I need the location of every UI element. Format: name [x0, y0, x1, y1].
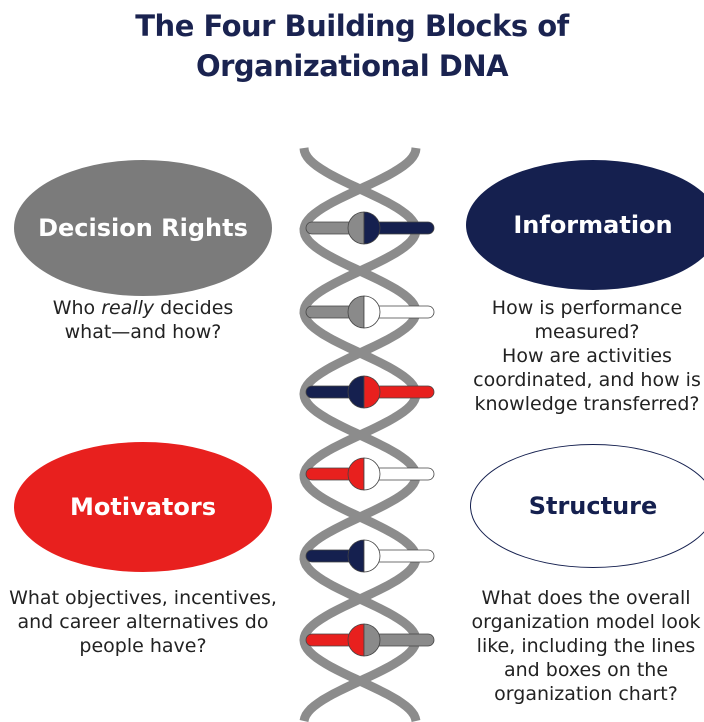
- helix-rung-3: [305, 375, 435, 409]
- information-description: How is performance measured? How are act…: [470, 296, 704, 416]
- helix-rung-5: [305, 539, 435, 573]
- helix-rungs: [305, 211, 435, 657]
- motivators-desc-line: people have?: [79, 635, 207, 657]
- rung-right-knob: [363, 539, 381, 573]
- rung-right-knob: [363, 375, 381, 409]
- decision-rights-description: Who really decides what—and how?: [14, 296, 272, 344]
- decision-rights-desc-line-2: what—and how?: [64, 321, 222, 343]
- structure-desc-line: like, including the lines: [476, 635, 696, 657]
- helix-strands: [299, 147, 421, 722]
- rung-left-knob: [347, 457, 365, 491]
- helix-strand-2: [299, 147, 421, 722]
- structure-desc-line: What does the overall: [481, 587, 691, 609]
- motivators-label: Motivators: [70, 493, 216, 521]
- information-desc-line: How are activities: [502, 345, 672, 367]
- helix-rung-6: [305, 623, 435, 657]
- motivators-oval: Motivators: [14, 442, 272, 572]
- decision-rights-label: Decision Rights: [38, 214, 248, 242]
- rung-right-knob: [363, 457, 381, 491]
- motivators-description: What objectives, incentives, and career …: [0, 586, 286, 658]
- helix-rung-2: [305, 295, 435, 329]
- information-oval: Information: [466, 160, 704, 290]
- structure-label: Structure: [528, 492, 658, 520]
- information-label: Information: [513, 211, 673, 239]
- rung-right-knob: [363, 295, 381, 329]
- title-line-1: The Four Building Blocks of: [135, 9, 569, 43]
- rung-left-knob: [347, 211, 365, 245]
- page-title: The Four Building Blocks of Organization…: [0, 6, 704, 86]
- rung-right-knob: [363, 623, 381, 657]
- structure-desc-line: and boxes on the: [503, 659, 669, 681]
- motivators-desc-line: What objectives, incentives,: [9, 587, 277, 609]
- rung-left-knob: [347, 375, 365, 409]
- decision-rights-oval: Decision Rights: [14, 160, 272, 296]
- information-desc-line: knowledge transferred?: [474, 393, 700, 415]
- information-desc-line: coordinated, and how is: [473, 369, 701, 391]
- structure-desc-line: organization chart?: [494, 683, 678, 705]
- helix-rung-4: [305, 457, 435, 491]
- rung-left-knob: [347, 539, 365, 573]
- information-desc-line: measured?: [534, 321, 640, 343]
- rung-right-knob: [363, 211, 381, 245]
- rung-left-knob: [347, 623, 365, 657]
- title-line-2: Organizational DNA: [195, 49, 509, 83]
- decision-rights-desc-line-1: Who really decides: [52, 297, 234, 319]
- structure-desc-line: organization model look: [471, 611, 701, 633]
- dna-helix: [299, 147, 435, 722]
- rung-left-knob: [347, 295, 365, 329]
- structure-description: What does the overall organization model…: [468, 586, 704, 706]
- motivators-desc-line: and career alternatives do: [17, 611, 269, 633]
- helix-rung-1: [305, 211, 435, 245]
- structure-oval: Structure: [470, 444, 704, 568]
- information-desc-line: How is performance: [491, 297, 683, 319]
